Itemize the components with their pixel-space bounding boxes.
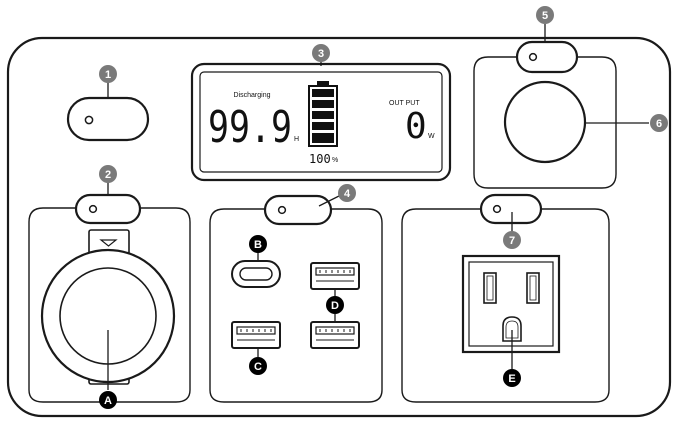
ac-outlet-panel <box>401 208 610 403</box>
power-button[interactable] <box>66 96 150 142</box>
svg-text:3: 3 <box>318 48 324 60</box>
status-label: Discharging <box>234 92 271 99</box>
callout-2: 2 <box>99 165 117 183</box>
usb-c-port[interactable] <box>231 260 281 288</box>
callout-3: 3 <box>312 44 330 62</box>
battery-level-icon <box>308 81 338 147</box>
svg-text:4: 4 <box>344 188 351 200</box>
callout-B: B <box>249 235 267 253</box>
callout-A: A <box>99 391 117 409</box>
hours-unit: H <box>294 136 299 143</box>
callout-1: 1 <box>99 65 117 83</box>
callout-D: D <box>326 296 344 314</box>
hours-remaining-value: 99.9 <box>208 102 292 153</box>
svg-text:7: 7 <box>509 235 515 247</box>
callout-4: 4 <box>338 184 356 202</box>
svg-text:E: E <box>508 373 515 385</box>
ac-outlet-button[interactable] <box>479 193 543 225</box>
usb-panel <box>209 208 383 403</box>
output-unit: W <box>428 133 435 140</box>
usb-a-port-d-bottom[interactable] <box>310 321 360 349</box>
callout-4-leader <box>318 195 340 207</box>
output-watts-value: 0 <box>405 106 427 147</box>
svg-text:A: A <box>104 395 112 407</box>
svg-text:C: C <box>254 361 262 373</box>
car-outlet-socket[interactable] <box>40 229 176 385</box>
percent-symbol: % <box>332 157 338 164</box>
output-label: OUT PUT <box>389 100 420 107</box>
battery-percent-value: 100 <box>309 152 331 166</box>
callout-C: C <box>249 357 267 375</box>
car-outlet-button[interactable] <box>74 193 142 225</box>
ac-outlet-socket[interactable] <box>461 254 561 354</box>
svg-text:1: 1 <box>105 69 111 81</box>
svg-text:D: D <box>331 300 339 312</box>
wireless-charging-panel <box>473 56 617 189</box>
usb-a-port-c[interactable] <box>231 321 281 349</box>
svg-text:6: 6 <box>656 118 662 130</box>
usb-a-port-d-top[interactable] <box>310 262 360 290</box>
callout-5: 5 <box>536 6 554 24</box>
wireless-charging-pad[interactable] <box>503 80 587 164</box>
usb-button[interactable] <box>263 194 333 226</box>
callout-E: E <box>503 369 521 387</box>
svg-text:2: 2 <box>105 169 111 181</box>
svg-text:B: B <box>254 239 262 251</box>
callout-7: 7 <box>503 231 521 249</box>
wireless-charging-button[interactable] <box>515 40 579 74</box>
svg-text:5: 5 <box>542 10 548 22</box>
callout-6: 6 <box>650 114 668 132</box>
